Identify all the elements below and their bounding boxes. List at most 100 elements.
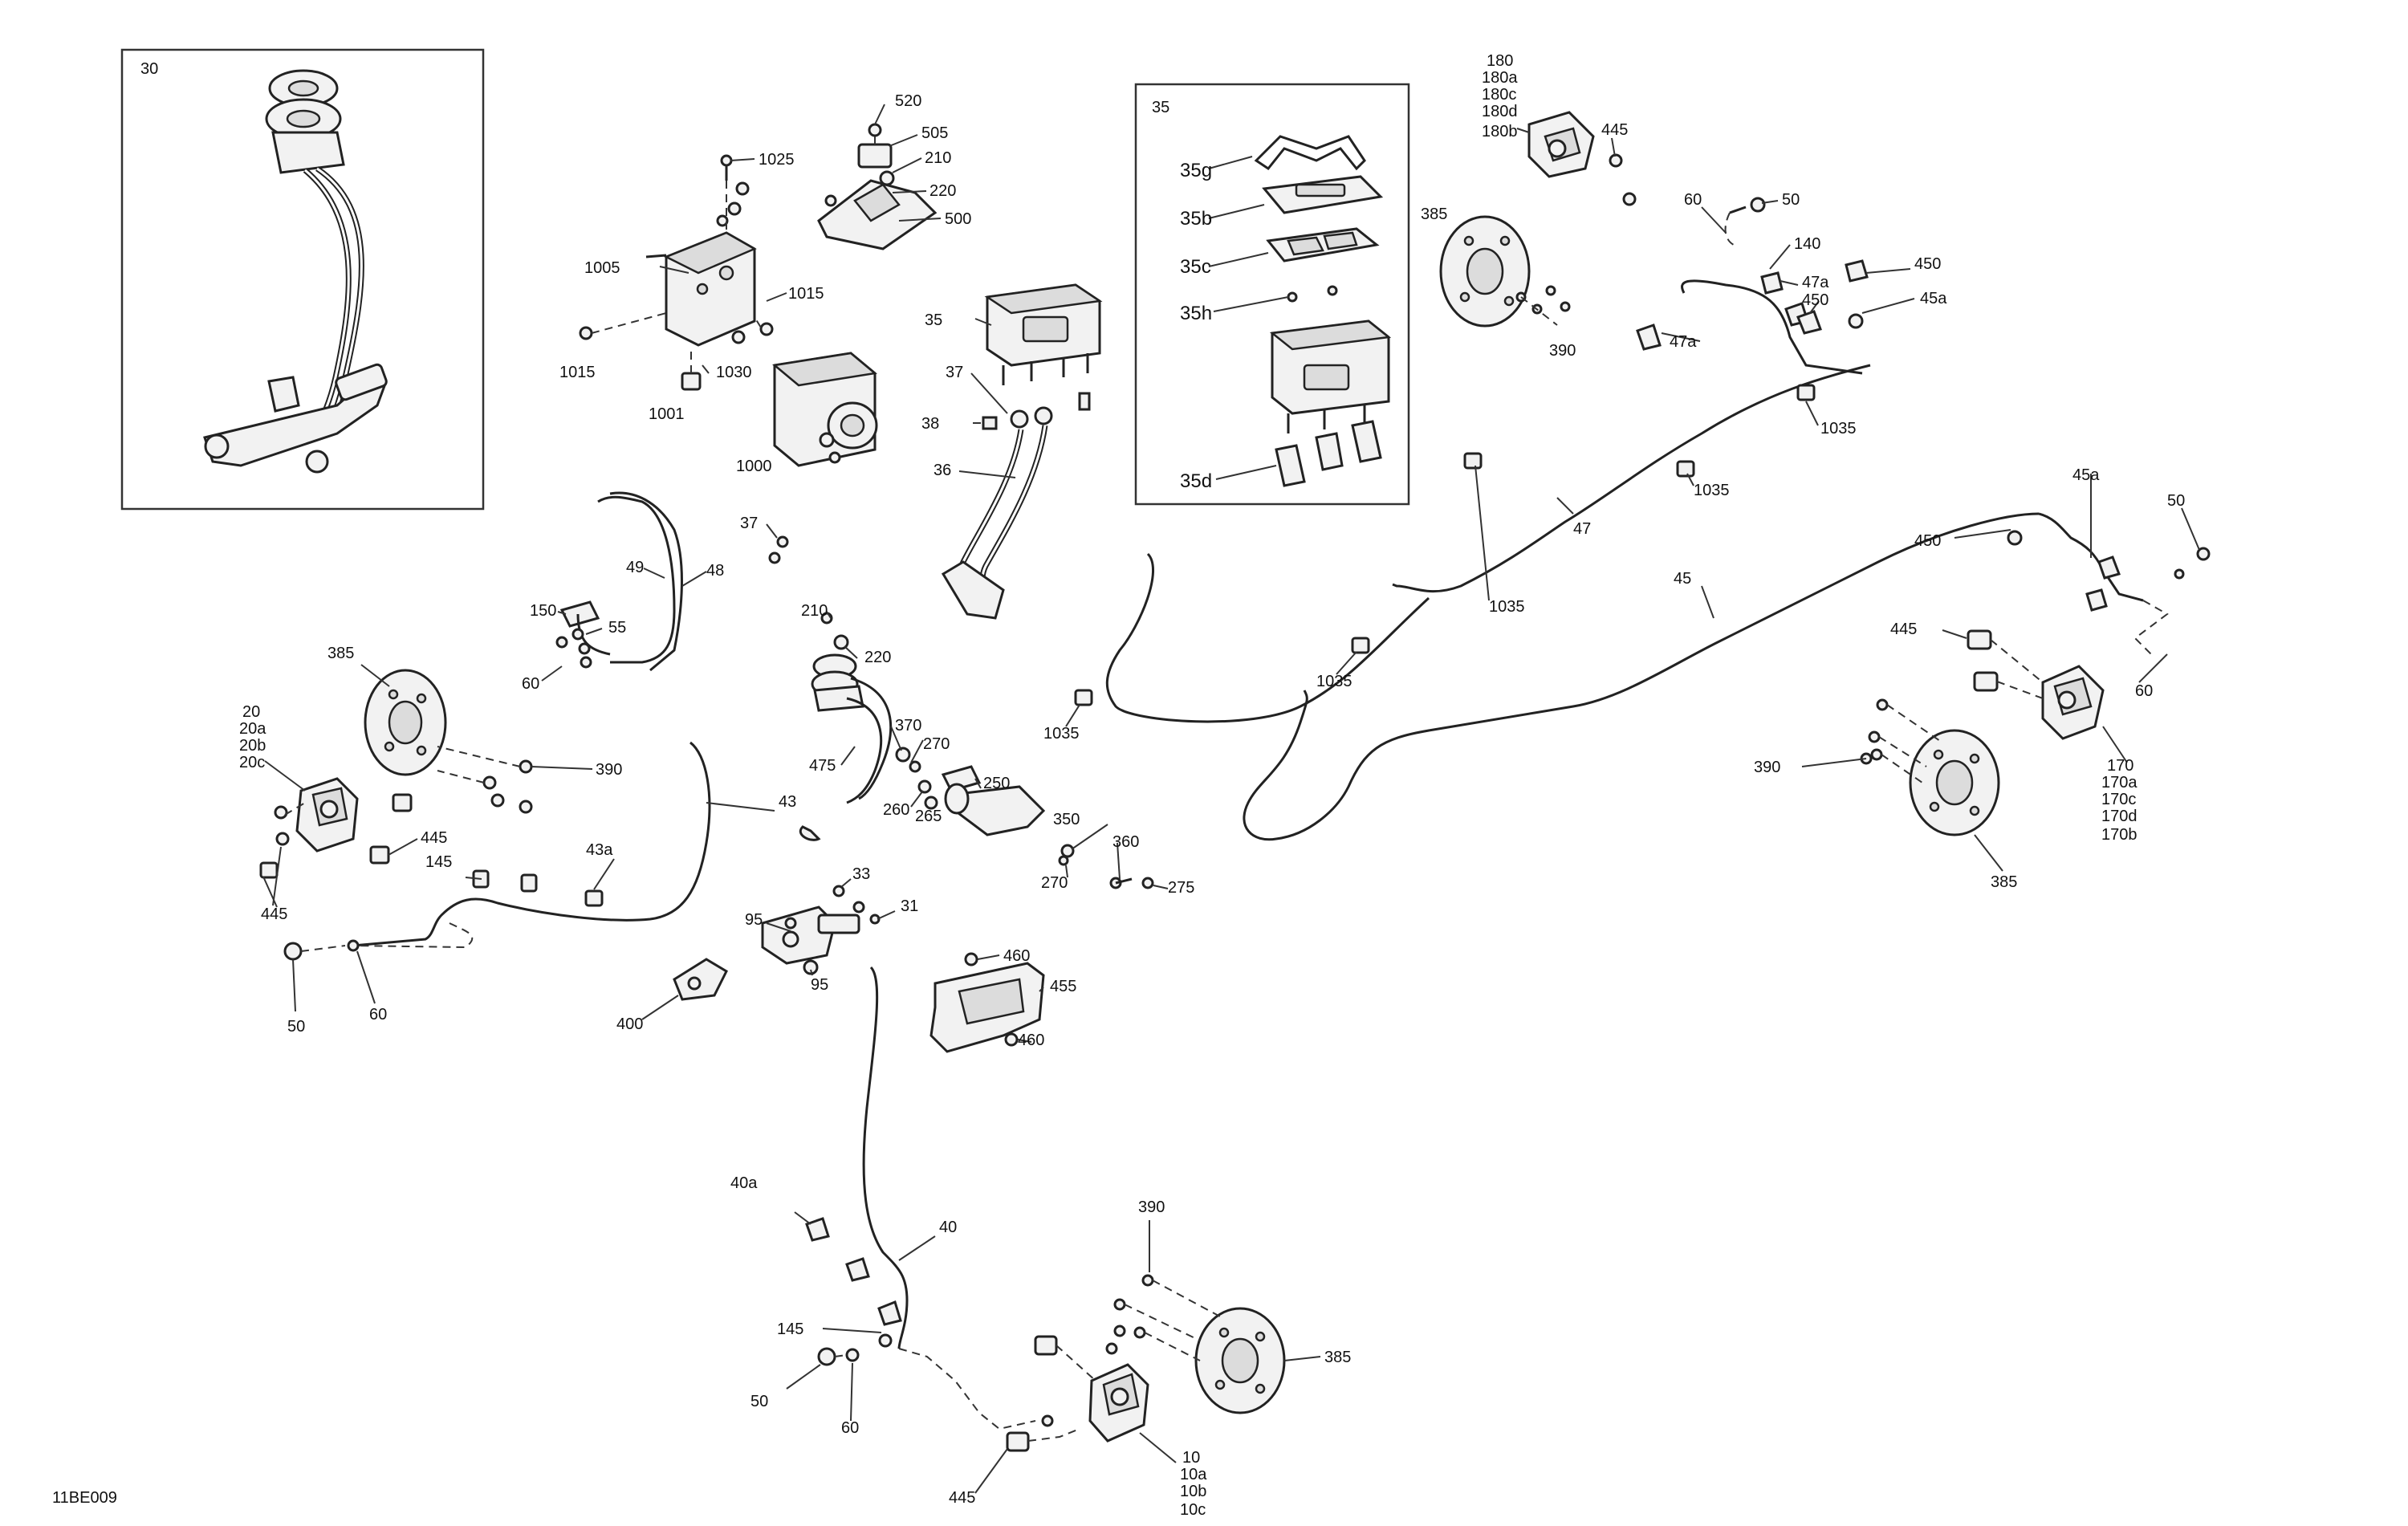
callout-385-rear-right: 385 bbox=[1421, 206, 1447, 223]
callout-1001: 1001 bbox=[649, 405, 685, 423]
callout-180d: 180d bbox=[1482, 103, 1518, 120]
callout-170c: 170c bbox=[2101, 791, 2136, 808]
callout-475: 475 bbox=[809, 757, 836, 775]
callout-1000: 1000 bbox=[736, 458, 772, 475]
callout-10c: 10c bbox=[1180, 1501, 1206, 1519]
callout-370: 370 bbox=[895, 717, 921, 735]
callout-1035-c: 1035 bbox=[1489, 598, 1525, 616]
callout-170a: 170a bbox=[2101, 774, 2138, 791]
callout-170b: 170b bbox=[2101, 826, 2138, 844]
callout-40: 40 bbox=[939, 1219, 957, 1236]
callout-140: 140 bbox=[1794, 235, 1820, 253]
callout-450-mid: 450 bbox=[1802, 291, 1828, 309]
callout-1025: 1025 bbox=[759, 151, 795, 169]
callout-270-top: 270 bbox=[923, 735, 950, 753]
abs-bracket-assembly bbox=[579, 154, 878, 467]
callout-35d: 35d bbox=[1180, 470, 1212, 492]
callout-20a: 20a bbox=[239, 720, 266, 738]
sensor-harness bbox=[555, 491, 789, 672]
callout-1015-left: 1015 bbox=[559, 364, 596, 381]
callout-60-front-right: 60 bbox=[2135, 682, 2153, 700]
callout-40a: 40a bbox=[730, 1174, 758, 1192]
callout-60-right-top: 60 bbox=[1684, 191, 1702, 209]
disc-front-left bbox=[364, 669, 533, 814]
connector-module-35 bbox=[941, 283, 1103, 620]
callout-labels: 1025 1005 1015 1015 1030 1001 1000 520 5… bbox=[52, 52, 2185, 1519]
callout-49: 49 bbox=[626, 559, 644, 576]
callout-145-rear: 145 bbox=[777, 1320, 803, 1338]
guard-455 bbox=[929, 952, 1045, 1053]
callout-500: 500 bbox=[945, 210, 971, 228]
callout-1015-right: 1015 bbox=[788, 285, 824, 303]
callout-520: 520 bbox=[895, 92, 921, 110]
callout-47a-bottom: 47a bbox=[1670, 333, 1697, 351]
callout-1035-e: 1035 bbox=[1043, 725, 1080, 743]
callout-390-front-left: 390 bbox=[596, 761, 622, 779]
callout-455: 455 bbox=[1050, 978, 1076, 995]
callout-20c: 20c bbox=[239, 754, 265, 771]
disc-rear-left bbox=[1105, 1274, 1286, 1414]
callout-390-front-right: 390 bbox=[1754, 759, 1780, 776]
callout-390-rear-left: 390 bbox=[1138, 1198, 1165, 1216]
callout-385-rear-left: 385 bbox=[1324, 1349, 1351, 1366]
callout-31: 31 bbox=[901, 897, 918, 915]
callout-36: 36 bbox=[934, 462, 951, 479]
callout-20b: 20b bbox=[239, 737, 266, 755]
disc-front-right bbox=[1860, 698, 2000, 836]
callout-1035-b: 1035 bbox=[1694, 482, 1730, 499]
callout-265: 265 bbox=[915, 808, 942, 825]
callout-390-rear-right: 390 bbox=[1549, 342, 1576, 360]
callout-35: 35 bbox=[925, 311, 942, 329]
callout-450-right: 450 bbox=[1914, 532, 1941, 550]
brake-lines-right bbox=[1074, 197, 2211, 841]
callout-210-top: 210 bbox=[925, 149, 951, 167]
callout-350: 350 bbox=[1053, 811, 1080, 828]
callout-460-top: 460 bbox=[1003, 947, 1030, 965]
callout-95-top: 95 bbox=[745, 911, 763, 929]
callout-95-bottom: 95 bbox=[811, 976, 828, 994]
callout-220-mid: 220 bbox=[864, 649, 891, 666]
callout-170: 170 bbox=[2107, 757, 2133, 775]
callout-1035-d: 1035 bbox=[1316, 673, 1352, 690]
callout-50-right-top: 50 bbox=[1782, 191, 1800, 209]
callout-445-front-left-top: 445 bbox=[421, 829, 447, 847]
callout-60-harness: 60 bbox=[522, 675, 539, 693]
callout-1030: 1030 bbox=[716, 364, 752, 381]
master-cylinder-250 bbox=[799, 612, 1154, 889]
callout-400: 400 bbox=[616, 1015, 643, 1033]
reservoir-bracket bbox=[817, 123, 938, 250]
callout-10a: 10a bbox=[1180, 1466, 1207, 1483]
callout-60-left: 60 bbox=[369, 1006, 387, 1023]
callout-50-rear: 50 bbox=[750, 1393, 768, 1410]
callout-60-rear: 60 bbox=[841, 1419, 859, 1437]
callout-1035-a: 1035 bbox=[1820, 420, 1857, 437]
callout-48: 48 bbox=[706, 562, 724, 580]
callout-210-mid: 210 bbox=[801, 602, 828, 620]
valve-31 bbox=[673, 885, 881, 1001]
inset-master-cylinder: 30 bbox=[120, 48, 485, 511]
callout-20: 20 bbox=[242, 703, 260, 721]
callout-47: 47 bbox=[1573, 520, 1591, 538]
inset-connector: 35 bbox=[1134, 83, 1410, 506]
callout-43a: 43a bbox=[586, 841, 613, 859]
caliper-20 bbox=[259, 777, 413, 879]
callout-180: 180 bbox=[1487, 52, 1513, 70]
callout-33: 33 bbox=[852, 865, 870, 883]
callout-270-bottom: 270 bbox=[1041, 874, 1068, 892]
callout-145-left: 145 bbox=[425, 853, 452, 871]
callout-445-rear-right: 445 bbox=[1601, 121, 1628, 139]
callout-150: 150 bbox=[530, 602, 556, 620]
callout-260: 260 bbox=[883, 801, 909, 819]
callout-37-top: 37 bbox=[946, 364, 963, 381]
callout-1005: 1005 bbox=[584, 259, 620, 277]
callout-450-top: 450 bbox=[1914, 255, 1941, 273]
callout-10: 10 bbox=[1182, 1449, 1200, 1467]
callout-220-top: 220 bbox=[929, 182, 956, 200]
callout-250: 250 bbox=[983, 775, 1010, 792]
callout-180b: 180b bbox=[1482, 123, 1518, 140]
callout-385-front-left: 385 bbox=[327, 645, 354, 662]
callout-35c: 35c bbox=[1180, 256, 1211, 278]
callout-50-right: 50 bbox=[2167, 492, 2185, 510]
callout-385-front-right: 385 bbox=[1991, 873, 2017, 891]
